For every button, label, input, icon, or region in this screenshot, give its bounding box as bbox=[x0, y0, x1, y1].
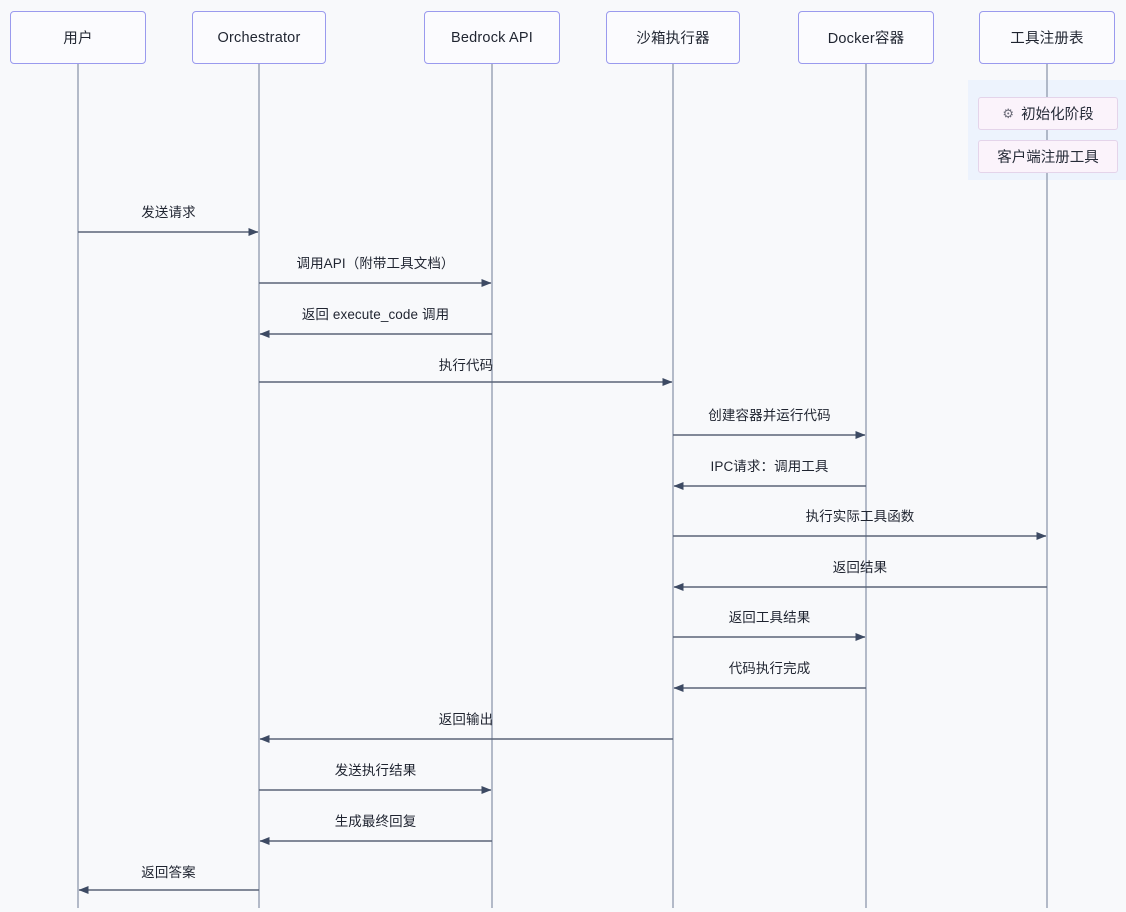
message-label-m11: 返回输出 bbox=[438, 712, 494, 727]
participant-label: Docker容器 bbox=[827, 31, 905, 47]
participant-label: 用户 bbox=[63, 31, 93, 47]
note-init: ⚙ 初始化阶段 bbox=[978, 97, 1118, 130]
message-label-m14: 返回答案 bbox=[141, 865, 196, 880]
participant-orch[interactable]: Orchestrator bbox=[192, 11, 326, 64]
message-arrows-group bbox=[78, 228, 1047, 894]
note-label: 客户端注册工具 bbox=[997, 150, 1099, 166]
participant-bedrock[interactable]: Bedrock API bbox=[424, 11, 560, 64]
message-label-m9: 返回工具结果 bbox=[728, 610, 811, 625]
participant-docker[interactable]: Docker容器 bbox=[798, 11, 934, 64]
message-label-m1: 发送请求 bbox=[141, 205, 196, 220]
message-label-m10: 代码执行完成 bbox=[728, 661, 811, 676]
message-label-m7: 执行实际工具函数 bbox=[805, 509, 915, 524]
participant-sandbox[interactable]: 沙箱执行器 bbox=[606, 11, 740, 64]
participant-label: 沙箱执行器 bbox=[636, 31, 710, 47]
message-label-m12: 发送执行结果 bbox=[334, 763, 417, 778]
message-label-m8: 返回结果 bbox=[832, 560, 888, 575]
participant-registry[interactable]: 工具注册表 bbox=[979, 11, 1115, 64]
lifelines-group bbox=[77, 64, 1048, 908]
participant-label: 工具注册表 bbox=[1010, 31, 1084, 47]
gear-icon: ⚙ bbox=[1002, 106, 1015, 121]
message-label-m13: 生成最终回复 bbox=[334, 814, 417, 829]
message-label-m6: IPC请求：调用工具 bbox=[710, 459, 829, 474]
participant-user[interactable]: 用户 bbox=[10, 11, 146, 64]
message-label-m2: 调用API（附带工具文档） bbox=[296, 256, 455, 271]
note-register: 客户端注册工具 bbox=[978, 140, 1118, 173]
note-label: 初始化阶段 bbox=[1021, 107, 1094, 123]
message-label-m4: 执行代码 bbox=[438, 358, 494, 373]
participant-label: Orchestrator bbox=[217, 29, 301, 46]
message-label-m3: 返回 execute_code 调用 bbox=[301, 307, 450, 322]
message-label-m5: 创建容器并运行代码 bbox=[708, 408, 831, 423]
participant-label: Bedrock API bbox=[451, 29, 533, 46]
